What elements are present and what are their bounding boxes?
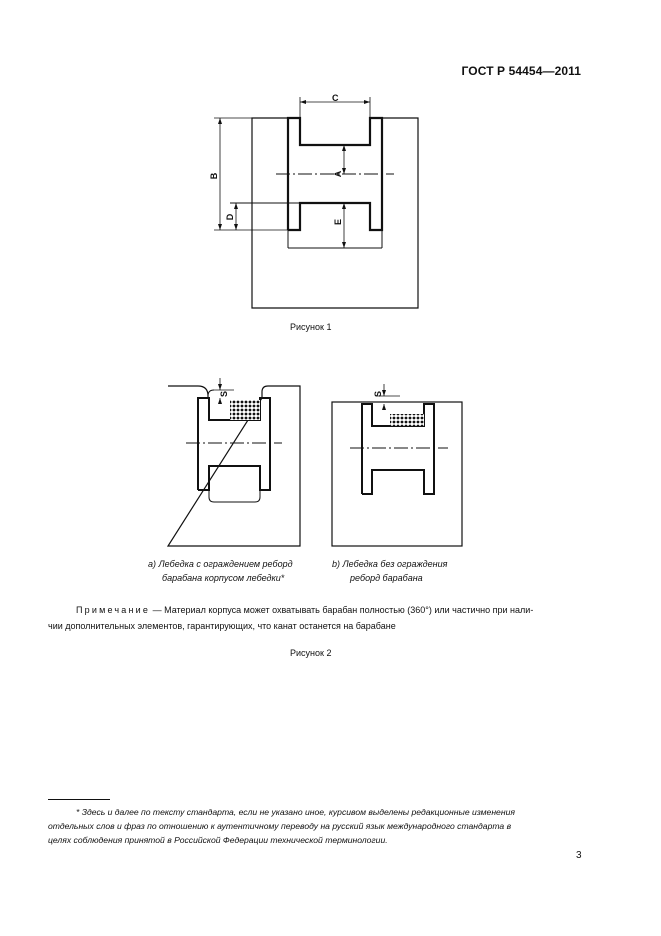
subcaption-b-line2: реборд барабана: [350, 573, 423, 583]
footnote: * Здесь и далее по тексту стандарта, есл…: [48, 805, 515, 847]
rope-wound-a: [230, 400, 260, 420]
drum-spool-a: [197, 397, 271, 491]
figure-1-caption: Рисунок 1: [290, 322, 332, 332]
document-code: ГОСТ Р 54454—2011: [461, 64, 581, 78]
subcaption-a: a) Лебедка с ограждением реборд барабана…: [148, 557, 293, 585]
subcaption-a-line1: a) Лебедка с ограждением реборд: [148, 559, 293, 569]
dimension-label-b: B: [209, 172, 219, 179]
rope-wound-b: [390, 414, 424, 426]
note-prefix: Примечание: [76, 605, 151, 615]
dimension-label-a: A: [333, 170, 343, 177]
figure-1-drawing: C B D A E: [209, 93, 419, 309]
dimension-label-s-a: S: [219, 391, 229, 397]
housing-b: [331, 401, 463, 547]
dimension-label-s-b: S: [373, 391, 383, 397]
subcaption-b-line1: b) Лебедка без ограждения: [332, 559, 448, 569]
dimension-label-d: D: [225, 213, 235, 220]
figure-2-caption: Рисунок 2: [290, 648, 332, 658]
subcaption-b: b) Лебедка без ограждения реборд барабан…: [332, 557, 447, 585]
dimension-label-c: C: [332, 93, 339, 103]
drum-spool-b: [361, 403, 435, 495]
note-paragraph: Примечание — Материал корпуса может охва…: [76, 602, 596, 618]
note-line2: чии дополнительных элементов, гарантирую…: [48, 621, 396, 631]
footnote-line3: целях соблюдения принятой в Российской Ф…: [48, 835, 388, 845]
figure-2-drawing: S S: [166, 378, 463, 547]
note-line1: — Материал корпуса может охватывать бара…: [150, 605, 534, 615]
dimension-label-e: E: [333, 219, 343, 225]
page-number: 3: [576, 850, 582, 861]
footnote-line2: отдельных слов и фраз по отношению к аут…: [48, 821, 512, 831]
footnote-line1: * Здесь и далее по тексту стандарта, есл…: [76, 807, 515, 817]
footnote-separator: [48, 799, 110, 800]
subcaption-a-line2: барабана корпусом лебедки*: [162, 573, 285, 583]
